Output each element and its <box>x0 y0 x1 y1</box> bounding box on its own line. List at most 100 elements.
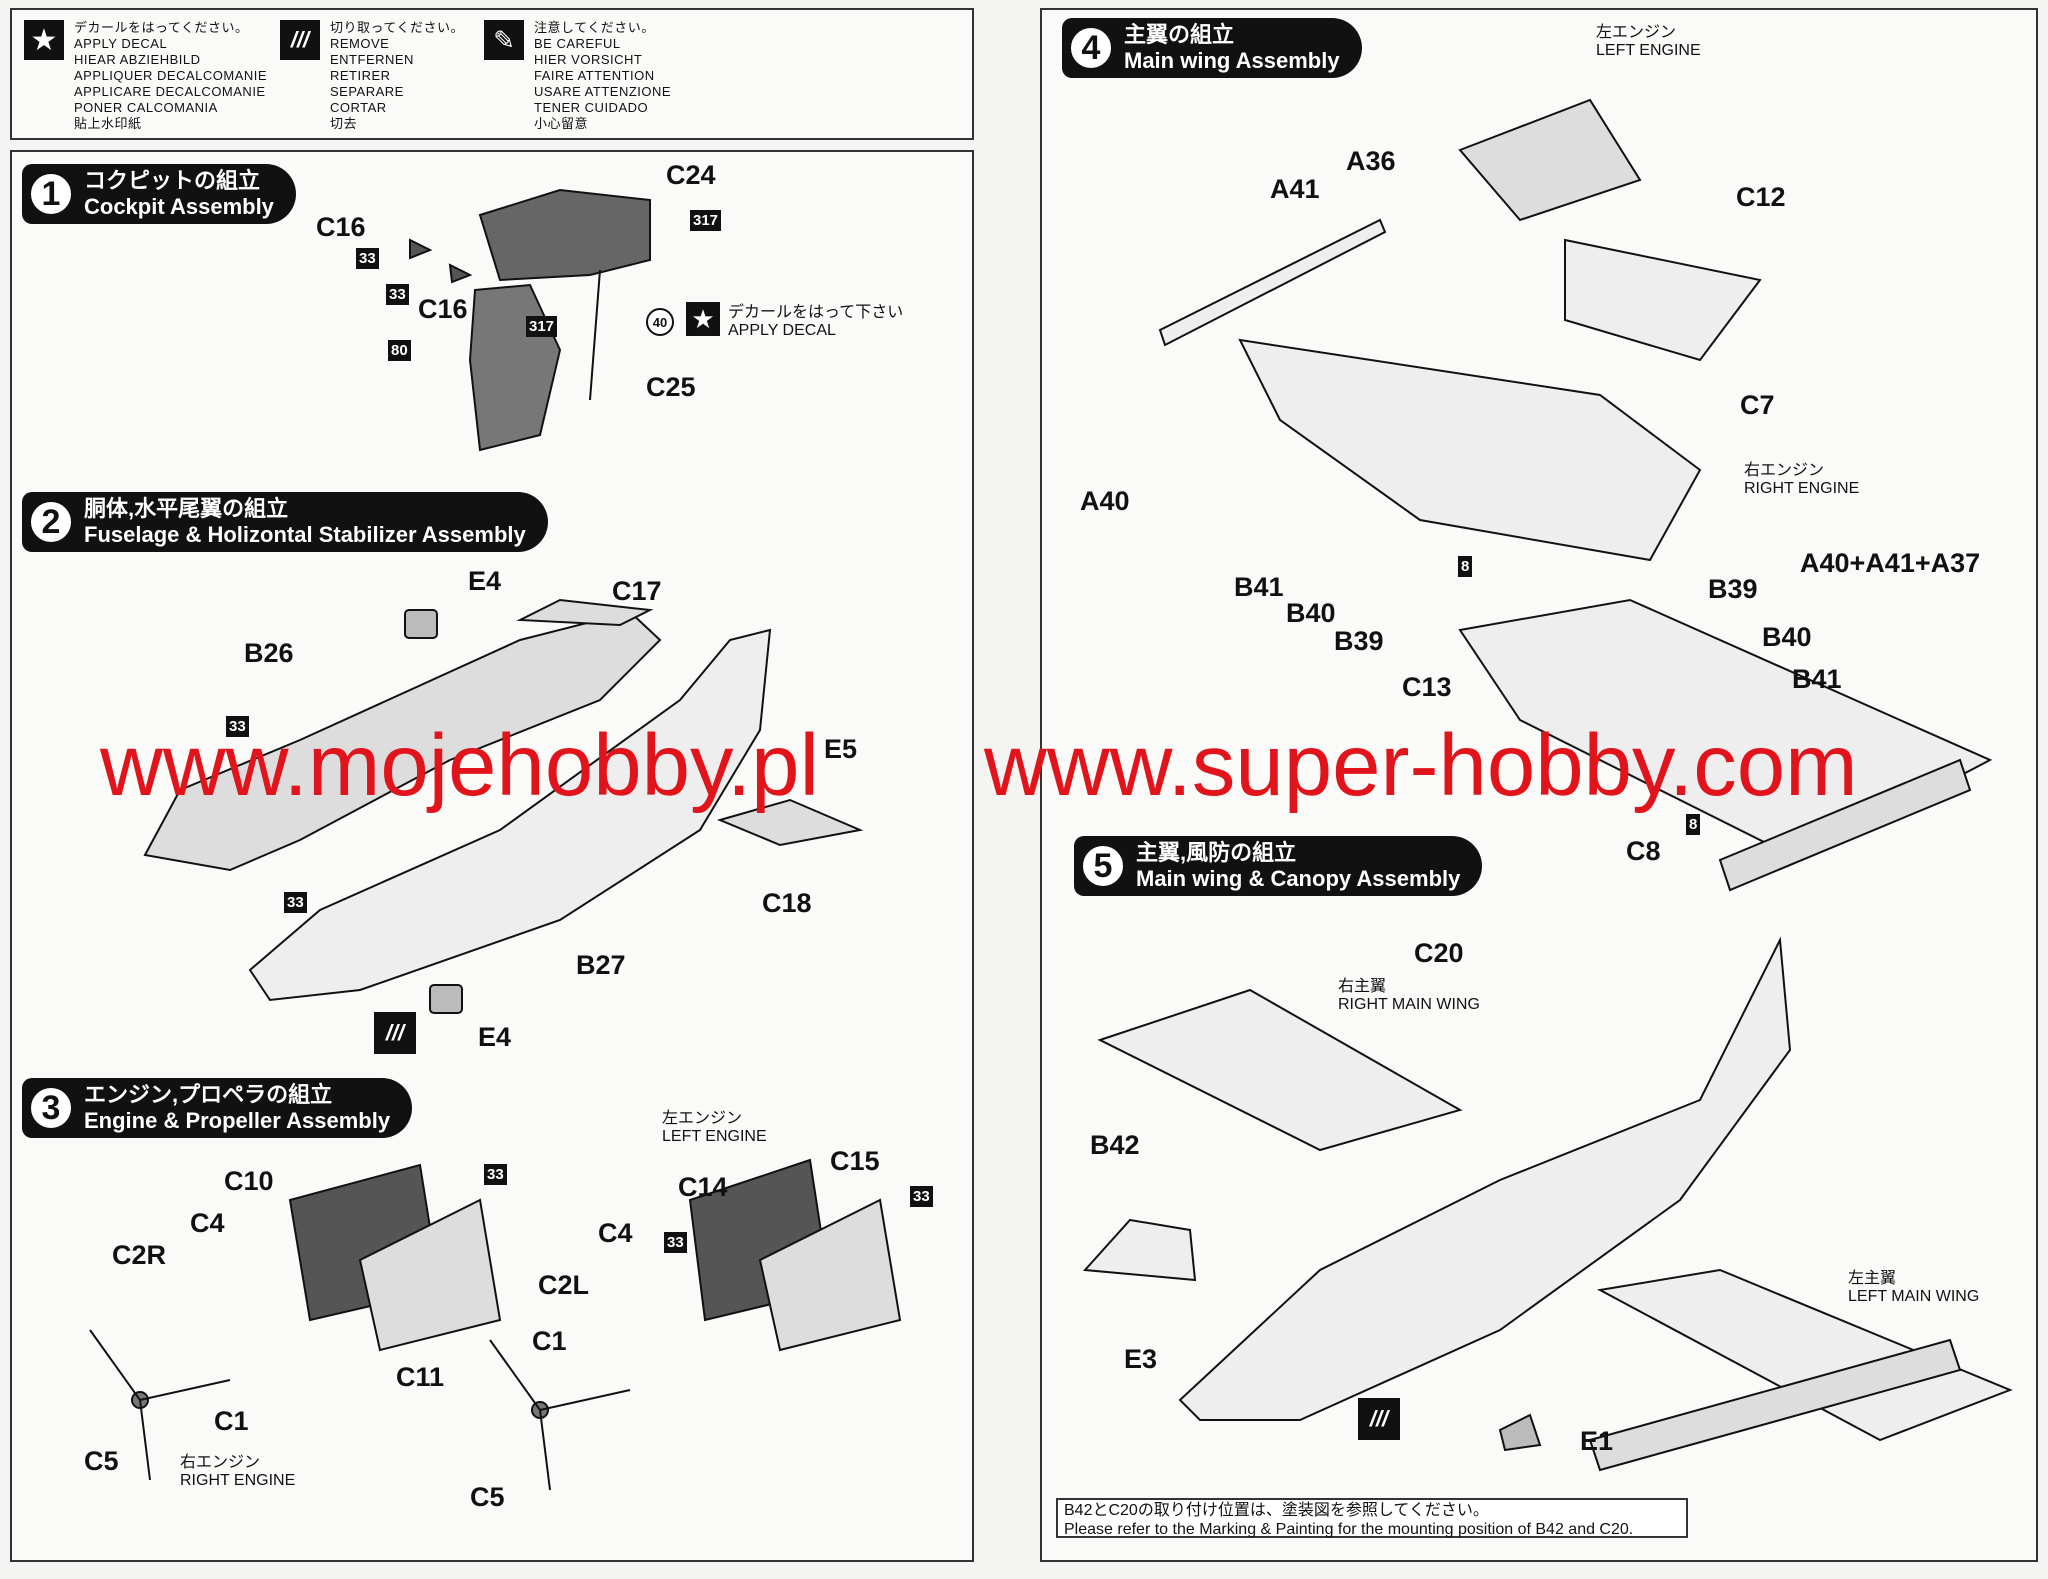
cockpit-arrow-line <box>589 269 601 401</box>
part-label-b26: B26 <box>244 638 294 668</box>
paint-badge-8: 8 <box>1458 556 1473 577</box>
paint-badge-317: 317 <box>690 210 722 231</box>
cut-icon: /// <box>280 20 320 60</box>
part-label-c18: C18 <box>762 888 812 918</box>
flap-c12 <box>1564 238 1762 362</box>
part-label-a36: A36 <box>1346 146 1396 176</box>
left-engine-nacelle <box>1458 98 1642 222</box>
part-label-b40: B40 <box>1286 598 1336 628</box>
part-c16-lower <box>448 263 473 284</box>
part-label-c2l: C2L <box>538 1270 590 1300</box>
step-5-title-ja: 主翼,風防の組立 <box>1136 840 1297 865</box>
mounting-position-footnote: B42とC20の取り付け位置は、塗装図を参照してください。 Please ref… <box>1056 1498 1688 1538</box>
part-label-c24: C24 <box>666 160 716 190</box>
part-label-e4-lower: E4 <box>478 1022 512 1052</box>
right-main-wing <box>1097 988 1463 1152</box>
part-label-e4-upper: E4 <box>468 566 502 596</box>
part-label-c15: C15 <box>830 1146 880 1176</box>
part-label-c11: C11 <box>396 1362 445 1392</box>
left-tip-tank <box>1588 1338 1962 1472</box>
part-label-b42: B42 <box>1090 1130 1140 1160</box>
right-engine-note-step4: 右エンジン RIGHT ENGINE <box>1744 462 1860 497</box>
part-label-e3: E3 <box>1124 1344 1158 1374</box>
step-4-title-ja: 主翼の組立 <box>1124 22 1235 47</box>
left-engine-note-step4: 左エンジン LEFT ENGINE <box>1596 24 1701 59</box>
part-label-b39-assembled: B39 <box>1708 574 1758 604</box>
part-e4-lower <box>429 984 463 1014</box>
paint-badge-33: 33 <box>484 1164 507 1185</box>
nacelle-c11 <box>358 1198 502 1352</box>
part-label-c25: C25 <box>646 372 696 402</box>
right-engine-note: 右エンジン RIGHT ENGINE <box>180 1454 296 1489</box>
part-label-c16-upper: C16 <box>316 212 366 242</box>
part-e1 <box>1498 1413 1542 1452</box>
part-label-c1-left: C1 <box>532 1326 567 1356</box>
part-label-e1: E1 <box>1580 1426 1614 1456</box>
legend-remove-text: 切り取ってください。 REMOVE ENTFERNEN RETIRER SEPA… <box>330 20 464 131</box>
part-label-b40-assembled: B40 <box>1762 622 1812 652</box>
part-e4-upper <box>404 609 438 639</box>
left-engine-note: 左エンジン LEFT ENGINE <box>662 1110 767 1145</box>
legend-remove: /// 切り取ってください。 REMOVE ENTFERNEN RETIRER … <box>280 20 464 132</box>
part-label-e5: E5 <box>824 734 858 764</box>
seat-c25 <box>468 283 562 452</box>
paint-badge-33: 33 <box>284 892 307 913</box>
part-label-c7: C7 <box>1740 390 1775 420</box>
part-label-c8: C8 <box>1626 836 1661 866</box>
part-label-b39: B39 <box>1334 626 1384 656</box>
paint-badge-33: 33 <box>356 248 379 269</box>
part-label-c12: C12 <box>1736 182 1786 212</box>
part-label-c4-right: C4 <box>190 1208 225 1238</box>
step-4-title-en: Main wing Assembly <box>1124 48 1340 73</box>
legend-careful: ✎ 注意してください。 BE CAREFUL HIER VORSICHT FAI… <box>484 20 671 132</box>
right-main-wing-note: 右主翼 RIGHT MAIN WING <box>1338 978 1480 1013</box>
stabilizer-c17 <box>516 598 654 627</box>
part-c16-upper <box>409 238 433 260</box>
step-3-title-ja: エンジン,プロペラの組立 <box>84 1082 333 1107</box>
step-2-number: 2 <box>28 499 74 545</box>
star-icon: ★ <box>24 20 64 60</box>
paint-badge-33: 33 <box>910 1186 933 1207</box>
part-label-b41: B41 <box>1234 572 1284 602</box>
legend-apply-decal: ★ デカールをはってください。 APPLY DECAL HIEAR ABZIEH… <box>24 20 267 132</box>
caution-icon: ✎ <box>484 20 524 60</box>
step-1-number: 1 <box>28 171 74 217</box>
cockpit-panel-c24 <box>478 188 651 282</box>
watermark-superhobby: www.super-hobby.com <box>984 717 1858 814</box>
main-wing <box>1238 338 1702 562</box>
assembled-tip-tank <box>1718 758 1972 892</box>
step-4-number: 4 <box>1068 25 1114 71</box>
part-label-c17: C17 <box>612 576 662 606</box>
fuselage-half-b26 <box>143 610 662 872</box>
paint-badge-33: 33 <box>386 284 409 305</box>
part-label-c14: C14 <box>678 1172 728 1202</box>
step-2-title-ja: 胴体,水平尾翼の組立 <box>84 496 289 521</box>
stabilizer-c18 <box>716 798 864 847</box>
part-label-a40: A40 <box>1080 486 1130 516</box>
part-label-c5-right: C5 <box>84 1446 119 1476</box>
assembled-fuselage <box>1178 936 1792 1421</box>
cut-icon: /// <box>1358 1398 1400 1440</box>
part-label-c10: C10 <box>224 1166 274 1196</box>
step-3-number: 3 <box>28 1085 74 1131</box>
part-label-a41: A41 <box>1270 174 1320 204</box>
paint-badge-33: 33 <box>664 1232 687 1253</box>
watermark-mojehobby: www.mojehobby.pl <box>100 717 819 814</box>
step-1-title-en: Cockpit Assembly <box>84 194 274 219</box>
part-label-c16-lower: C16 <box>418 294 468 324</box>
part-label-c1-right: C1 <box>214 1406 249 1436</box>
part-label-b41-assembled: B41 <box>1792 664 1842 694</box>
step-5-title-en: Main wing & Canopy Assembly <box>1136 866 1461 891</box>
paint-badge-317: 317 <box>526 316 558 337</box>
part-label-c4-left: C4 <box>598 1218 633 1248</box>
legend-careful-text: 注意してください。 BE CAREFUL HIER VORSICHT FAIRE… <box>534 20 672 131</box>
part-label-c13: C13 <box>1402 672 1452 702</box>
fuselage-half-b27 <box>248 628 772 1002</box>
nacelle-c15 <box>758 1198 902 1352</box>
step-1-title-ja: コクピットの組立 <box>84 168 261 193</box>
left-main-wing-note: 左主翼 LEFT MAIN WING <box>1848 1270 1980 1305</box>
